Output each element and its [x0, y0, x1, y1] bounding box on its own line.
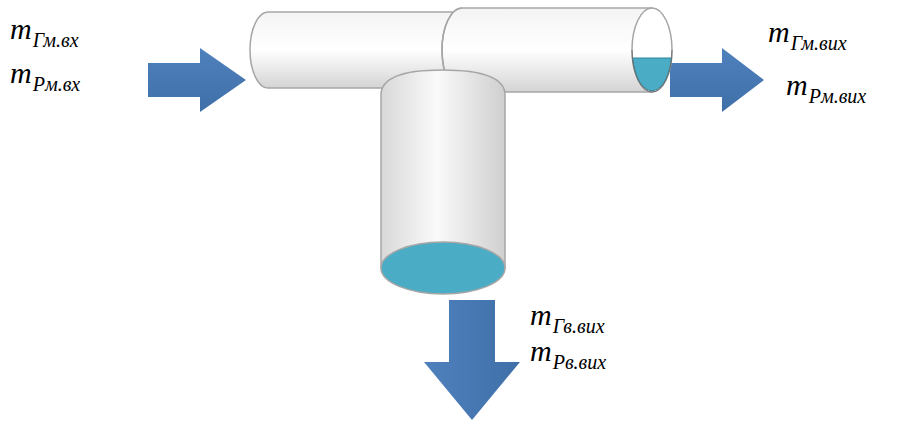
mass-symbol: m [530, 336, 552, 366]
mass-subscript: Рм.вх [33, 74, 81, 94]
mass-subscript: Рв.вих [553, 352, 606, 372]
vertical-branch-pipe [381, 70, 505, 294]
mass-subscript: Гв.вих [553, 316, 605, 336]
mass-subscript: Гм.вих [791, 33, 847, 53]
inlet-arrow [148, 48, 246, 112]
drain-arrow [424, 300, 520, 420]
outlet-arrow [670, 48, 764, 112]
mass-symbol: m [10, 58, 32, 88]
mass-subscript: Рм.вих [809, 86, 867, 106]
mass-symbol: m [768, 17, 790, 47]
mass-symbol: m [10, 14, 32, 44]
mass-symbol: m [530, 300, 552, 330]
mass-symbol: m [786, 70, 808, 100]
mass-subscript: Гм.вх [33, 30, 79, 50]
